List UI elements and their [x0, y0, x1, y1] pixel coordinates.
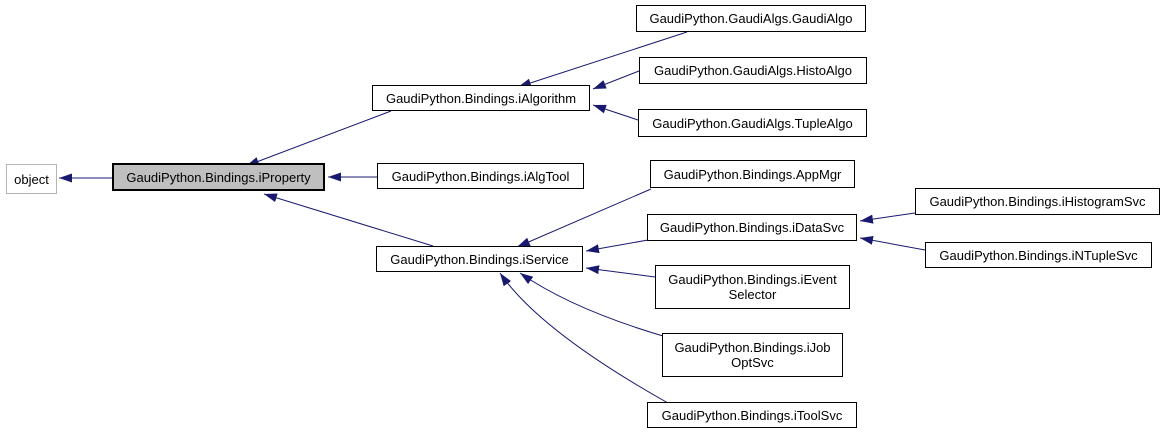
class-node-iEventSelector[interactable]: GaudiPython.Bindings.iEvent Selector: [655, 265, 850, 309]
class-node-HistoAlgo[interactable]: GaudiPython.GaudiAlgs.HistoAlgo: [639, 57, 867, 84]
class-node-iJobOptSvc[interactable]: GaudiPython.Bindings.iJob OptSvc: [662, 333, 843, 377]
class-node-iHistogramSvc[interactable]: GaudiPython.Bindings.iHistogramSvc: [915, 188, 1160, 215]
class-node-object: object: [6, 164, 57, 194]
edge-iHistogramSvc-to-iDataSvc: [859, 212, 916, 224]
class-node-iAlgTool[interactable]: GaudiPython.Bindings.iAlgTool: [377, 163, 584, 189]
class-node-iNTupleSvc[interactable]: GaudiPython.Bindings.iNTupleSvc: [925, 242, 1152, 268]
class-node-iDataSvc[interactable]: GaudiPython.Bindings.iDataSvc: [647, 214, 857, 241]
edge-iToolSvc-to-iService: [499, 272, 669, 404]
class-node-iToolSvc[interactable]: GaudiPython.Bindings.iToolSvc: [647, 402, 857, 428]
edge-HistoAlgo-to-iAlgorithm: [592, 70, 640, 90]
edge-iEventSelector-to-iService: [585, 265, 656, 278]
edge-iDataSvc-to-iService: [585, 239, 649, 254]
class-node-iAlgorithm[interactable]: GaudiPython.Bindings.iAlgorithm: [372, 85, 590, 111]
class-node-iProperty: GaudiPython.Bindings.iProperty: [112, 163, 325, 191]
edge-iNTupleSvc-to-iDataSvc: [859, 235, 926, 251]
edge-iAlgorithm-to-iProperty: [245, 110, 392, 167]
edge-iJobOptSvc-to-iService: [519, 272, 664, 337]
class-node-iService[interactable]: GaudiPython.Bindings.iService: [376, 246, 583, 272]
edge-GaudiAlgo-to-iAlgorithm: [517, 31, 688, 88]
edge-iService-to-iProperty: [263, 193, 434, 247]
edge-TupleAlgo-to-iAlgorithm: [592, 104, 639, 121]
edge-group: [59, 31, 926, 404]
edge-AppMgr-to-iService: [516, 188, 652, 248]
class-node-GaudiAlgo[interactable]: GaudiPython.GaudiAlgs.GaudiAlgo: [636, 5, 866, 32]
class-node-AppMgr[interactable]: GaudiPython.Bindings.AppMgr: [650, 160, 855, 188]
class-node-TupleAlgo[interactable]: GaudiPython.GaudiAlgs.TupleAlgo: [638, 109, 867, 137]
